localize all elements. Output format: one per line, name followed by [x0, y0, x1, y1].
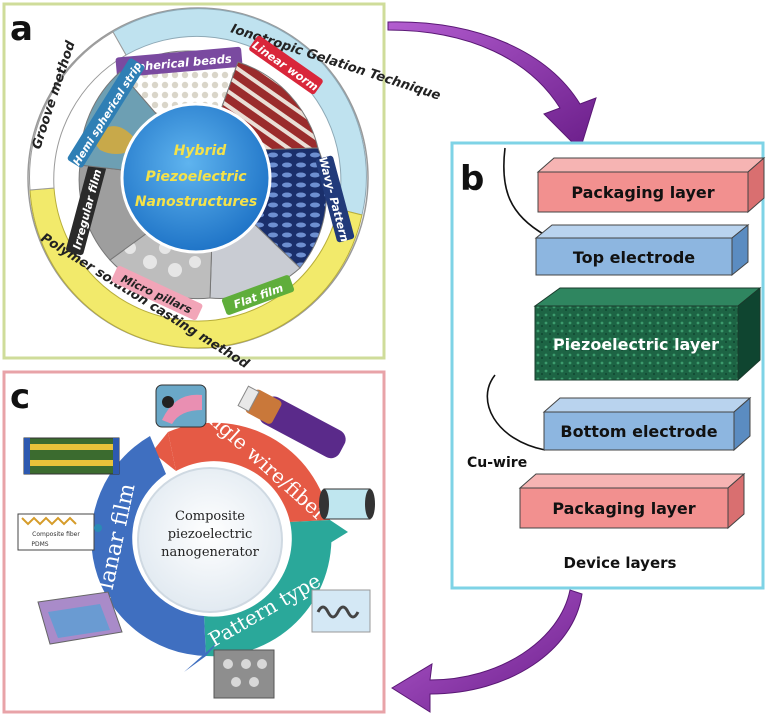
arc-planar-film: [91, 436, 220, 672]
center-composite: [137, 467, 283, 613]
cu-wire-label: Cu-wire: [467, 455, 527, 471]
groove-band: [29, 31, 127, 191]
inset-text-composite: Composite fiber: [32, 531, 80, 538]
layer-packaging-top: Packaging layer: [536, 156, 766, 214]
center-line-2: Piezoelectric: [145, 169, 247, 185]
svg-text:Top electrode: Top electrode: [573, 248, 695, 267]
inset-coil: [311, 589, 371, 633]
arrow-a-to-b: [387, 21, 597, 151]
inset-text-pdms: PDMS: [31, 541, 48, 548]
panel-b-label: b: [460, 159, 484, 199]
panel-c-label: c: [10, 377, 30, 417]
svg-text:Bottom electrode: Bottom electrode: [560, 422, 717, 441]
segment-spherical-beads: Spherical beads: [115, 46, 243, 125]
svg-text:Piezoelectric layer: Piezoelectric layer: [553, 335, 719, 354]
arc-single-wire: [152, 422, 330, 522]
center-line-1: Hybrid: [174, 143, 228, 159]
center-c-line-2: piezoelectric: [168, 527, 253, 542]
panel-a-label: a: [10, 9, 33, 49]
bottom-wire: [486, 374, 546, 451]
inset-composite-film: Composite fiber PDMS: [17, 513, 102, 551]
svg-text:Packaging layer: Packaging layer: [571, 183, 714, 202]
inset-fiber-cross-section: [155, 384, 207, 428]
layer-bottom-electrode: Bottom electrode: [542, 396, 752, 452]
layer-packaging-bottom: Packaging layer: [518, 472, 746, 530]
center-line-3: Nanostructures: [135, 194, 257, 210]
panel-a: a Ionotropic Gelation Technique Groove m…: [2, 2, 442, 372]
inset-cylinder: [319, 488, 375, 520]
inset-planar-stack: [23, 437, 120, 475]
arc-pattern-type: [204, 520, 348, 657]
svg-text:Packaging layer: Packaging layer: [552, 499, 695, 518]
inset-pillar-sem: [213, 649, 275, 699]
layer-piezoelectric: Piezoelectric layer: [533, 286, 762, 382]
arrow-b-to-c: [391, 589, 583, 713]
inset-fiber-tube: [237, 385, 346, 459]
inset-pattern-film: [37, 591, 123, 645]
top-wire: [503, 147, 546, 236]
panel-c: c Single wire/fiber Pattern type Planar …: [2, 370, 386, 714]
layer-top-electrode: Top electrode: [534, 223, 750, 277]
panel-b: b Packaging layer Top electrode Piezoele…: [450, 141, 766, 590]
device-layers-caption: Device layers: [564, 554, 677, 572]
center-hybrid: [120, 102, 272, 254]
center-c-line-3: nanogenerator: [161, 545, 259, 560]
center-c-line-1: Composite: [175, 509, 245, 524]
polymer-band: [29, 187, 363, 349]
